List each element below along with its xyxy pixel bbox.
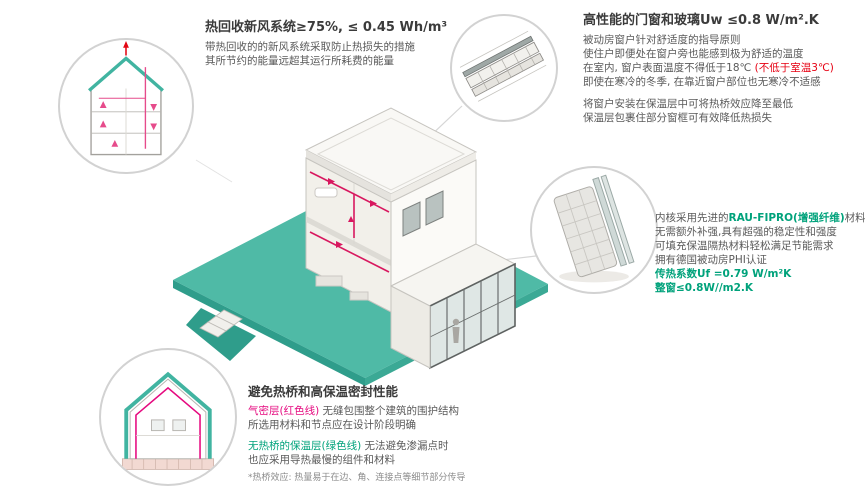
insulation-airtight-section-icon <box>121 371 215 470</box>
window-profile-callout-circle <box>530 166 658 294</box>
insulation-layer-line: 无热桥的保温层(绿色线) 无法避免渗漏点时 <box>248 439 578 453</box>
ventilation-text-block: 热回收新风系统≥75%, ≤ 0.45 Wh/m³ 带热回收的的新风系统采取防止… <box>205 20 475 68</box>
insulation-layer-label: 无热桥的保温层(绿色线) <box>248 440 362 453</box>
thermal-text-block: 避免热桥和高保温密封性能 气密层(红色线) 无缝包围整个建筑的围护结构 所选用材… <box>248 381 578 484</box>
windows-line4: 即使在寒冷的冬季, 在靠近窗户部位也无寒冷不适感 <box>583 76 821 89</box>
profile-line3: 可填充保温隔热材料轻松满足节能需求 <box>655 240 834 253</box>
ventilation-body-line2: 其所节约的能量远超其运行所耗费的能量 <box>205 55 394 68</box>
thermal-bridge-footnote: *热桥效应: 热量易于在边、角、连接点等细节部分传导 <box>248 473 466 484</box>
profile-material-name: RAU-FIPRO(增强纤维) <box>728 212 845 224</box>
insulation-layer-line2: 也应采用导热最慢的组件和材料 <box>248 454 395 467</box>
window-detail-callout-circle <box>450 14 558 122</box>
airtight-layer-label: 气密层(红色线) <box>248 405 320 417</box>
ventilation-title: 热回收新风系统≥75%, ≤ 0.45 Wh/m³ <box>205 20 448 35</box>
insulation-layer-text: 无法避免渗漏点时 <box>361 440 449 453</box>
profile-line1-pre: 内核采用先进的 <box>655 212 729 224</box>
windows-line5: 将窗户安装在保温层中可将热桥效应降至最低 <box>583 97 793 110</box>
windows-line3: 在室内, 窗户表面温度不得低于18℃ (不低于室温3℃) <box>583 61 861 75</box>
thermal-title: 避免热桥和高保温密封性能 <box>248 384 399 399</box>
profile-line1-post: 材料 <box>844 212 865 224</box>
profile-text-block: 内核采用先进的RAU-FIPRO(增强纤维)材料 无需额外补强,具有超强的稳定性… <box>655 211 865 295</box>
windows-line2: 使住户即便处在窗户旁也能感到极为舒适的温度 <box>583 48 804 61</box>
profile-uf-value: 传热系数Uf =0.79 W/m²K <box>655 268 792 281</box>
ventilation-body-line1: 带热回收的的新风系统采取防止热损失的措施 <box>205 41 415 54</box>
windows-line3-red-note: (不低于室温3℃) <box>754 62 834 75</box>
windows-title: 高性能的门窗和玻璃Uw ≤0.8 W/m².K <box>583 13 819 28</box>
profile-uw-value: 整窗≤0.8W//m2.K <box>655 282 754 295</box>
profile-line2: 无需额外补强,具有超强的稳定性和强度 <box>655 226 837 239</box>
windows-line6: 保温层包裹住部分窗框可有效降低热损失 <box>583 111 772 124</box>
windows-text-block: 高性能的门窗和玻璃Uw ≤0.8 W/m².K 被动房窗户针对舒适度的指导原则 … <box>583 13 861 125</box>
airtight-layer-text: 无缝包围整个建筑的围护结构 <box>319 405 460 417</box>
house-section-airflow-icon <box>88 40 164 156</box>
profile-line1: 内核采用先进的RAU-FIPRO(增强纤维)材料 <box>655 211 865 225</box>
window-profile-icon <box>553 174 635 283</box>
window-corner-drawing-icon <box>459 30 547 102</box>
windows-line3-text: 在室内, 窗户表面温度不得低于18℃ <box>583 62 755 75</box>
insulation-callout-circle <box>99 348 237 486</box>
profile-line4: 拥有德国被动房PHI认证 <box>655 254 767 267</box>
airtight-layer-line: 气密层(红色线) 无缝包围整个建筑的围护结构 <box>248 404 578 418</box>
ventilation-callout-circle <box>58 38 194 174</box>
windows-line1: 被动房窗户针对舒适度的指导原则 <box>583 34 741 47</box>
house-cutaway-illustration <box>173 107 548 386</box>
airtight-layer-line2: 所选用材料和节点应在设计阶段明确 <box>248 419 416 432</box>
